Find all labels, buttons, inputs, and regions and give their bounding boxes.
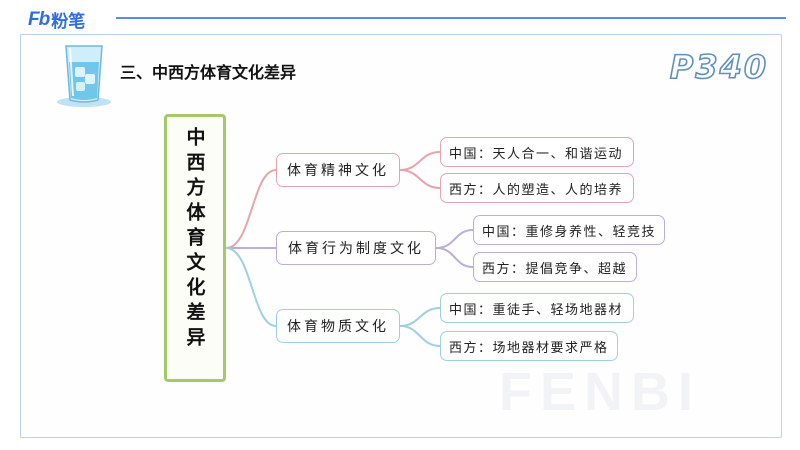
header-divider-line <box>116 17 786 19</box>
logo-mark: Fb <box>28 8 50 30</box>
water-glass-icon <box>57 45 111 107</box>
leaf-node-1-2: 西方：人的塑造、人的培养 <box>440 173 634 203</box>
mindmap-root-label: 中西方体育文化差异 <box>183 127 206 352</box>
leaf-node-3-1: 中国：重徒手、轻场地器材 <box>440 293 634 323</box>
page-number: P340 <box>670 48 768 86</box>
connector-b3-leaf-2 <box>399 325 441 347</box>
branch-node-1: 体育精神文化 <box>276 153 400 187</box>
leaf-node-3-2: 西方：场地器材要求严格 <box>440 331 618 361</box>
branch-node-2: 体育行为制度文化 <box>276 231 436 265</box>
watermark: FENBI <box>499 362 701 418</box>
leaf-node-2-1: 中国：重修身养性、轻竞技 <box>473 215 665 245</box>
leaf-node-2-2: 西方：提倡竞争、超越 <box>473 252 637 282</box>
connector-root-branch-3 <box>225 247 277 327</box>
connector-root-branch-1 <box>225 169 277 249</box>
branch-node-3: 体育物质文化 <box>276 309 400 343</box>
watermark-text: FENBI <box>499 362 701 418</box>
connector-b2-leaf-1 <box>435 229 474 249</box>
connector-b2-leaf-2 <box>435 247 474 268</box>
brand-logo: Fb 粉笔 <box>28 7 86 33</box>
logo-text: 粉笔 <box>51 12 86 32</box>
page-number-badge: P340 <box>669 47 768 86</box>
mindmap-root: 中西方体育文化差异 <box>164 114 226 382</box>
connector-b3-leaf-1 <box>399 307 441 327</box>
connector-b1-leaf-2 <box>399 169 441 189</box>
section-title: 三、中西方体育文化差异 <box>120 63 297 82</box>
leaf-node-1-1: 中国：天人合一、和谐运动 <box>440 137 634 167</box>
connector-b1-leaf-1 <box>399 151 441 171</box>
